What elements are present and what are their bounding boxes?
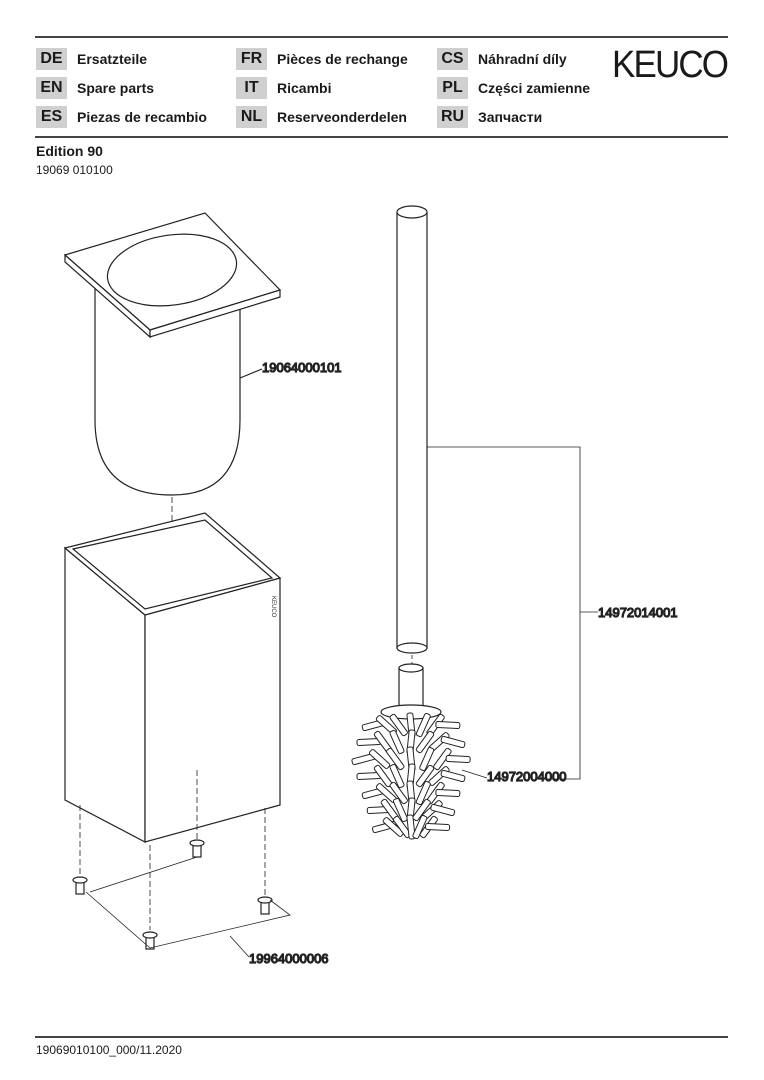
bristle [406, 814, 416, 840]
lang-it: IT Ricambi [236, 77, 331, 99]
lang-code: IT [236, 77, 267, 99]
lang-label: Запчасти [478, 109, 543, 125]
bristle [415, 712, 431, 738]
handle-part-number: 14972014001 [598, 605, 678, 620]
lang-code: FR [236, 48, 267, 70]
bristle [415, 780, 431, 806]
bristle [389, 729, 405, 755]
bristle [430, 803, 456, 817]
lang-label: Spare parts [77, 80, 155, 96]
bristle [412, 814, 428, 840]
lang-label: Części zamienne [478, 80, 591, 96]
container-box [63, 512, 282, 843]
insert-part-number: 19064000101 [262, 360, 342, 375]
lang-ru: RU Запчасти [437, 106, 542, 128]
bristle [412, 798, 431, 822]
box-logo-mark: KEUCO [270, 596, 276, 618]
bristle [382, 817, 404, 837]
bristle [435, 788, 461, 798]
lang-label: Ersatzteile [77, 51, 148, 67]
keuco-logo: KEUCO [612, 44, 729, 86]
top-rule [35, 36, 728, 38]
brush-head [351, 663, 471, 840]
bristle [440, 769, 466, 783]
bristle [435, 720, 461, 730]
lang-code: EN [36, 77, 67, 99]
lang-en: EN Spare parts [36, 77, 154, 99]
footer-rule [35, 1036, 728, 1038]
lang-code: CS [437, 48, 468, 70]
lang-code: PL [437, 77, 468, 99]
lang-fr: FR Pièces de rechange [236, 48, 408, 70]
lang-label: Náhradní díly [478, 51, 567, 67]
lang-label: Pièces de rechange [277, 51, 408, 67]
lang-code: NL [236, 106, 267, 128]
brush-head-part-number: 14972004000 [487, 769, 567, 784]
bristle [389, 713, 408, 737]
bristle [445, 754, 471, 764]
lang-label: Piezas de recambio [77, 109, 207, 125]
bristle [415, 764, 435, 788]
lang-nl: NL Reserveonderdelen [236, 106, 407, 128]
lang-code: RU [437, 106, 468, 128]
lang-pl: PL Części zamienne [437, 77, 590, 99]
article-number: 19069 010100 [36, 163, 113, 177]
brush-handle [396, 205, 428, 654]
bristle [386, 747, 405, 771]
bristle [440, 735, 466, 749]
lang-code: DE [36, 48, 67, 70]
product-name: Edition 90 [36, 143, 103, 159]
bristle [433, 747, 452, 771]
bristle [415, 730, 435, 754]
lang-code: ES [36, 106, 67, 128]
lang-label: Reserveonderdelen [277, 109, 407, 125]
lang-es: ES Piezas de recambio [36, 106, 207, 128]
bristle [392, 797, 408, 823]
bristle [368, 749, 391, 769]
lang-label: Ricambi [277, 80, 332, 96]
document-id: 19069010100_000/11.2020 [36, 1043, 182, 1057]
bristle [425, 822, 451, 832]
insert-part [63, 212, 282, 496]
bristle [389, 781, 408, 805]
bristle [389, 763, 405, 789]
feet-part-number: 19964000006 [249, 951, 329, 966]
header-rule [35, 136, 728, 138]
bristle [419, 746, 435, 772]
lang-de: DE Ersatzteile [36, 48, 147, 70]
lang-cs: CS Náhradní díly [437, 48, 567, 70]
feet-screws [72, 839, 273, 950]
